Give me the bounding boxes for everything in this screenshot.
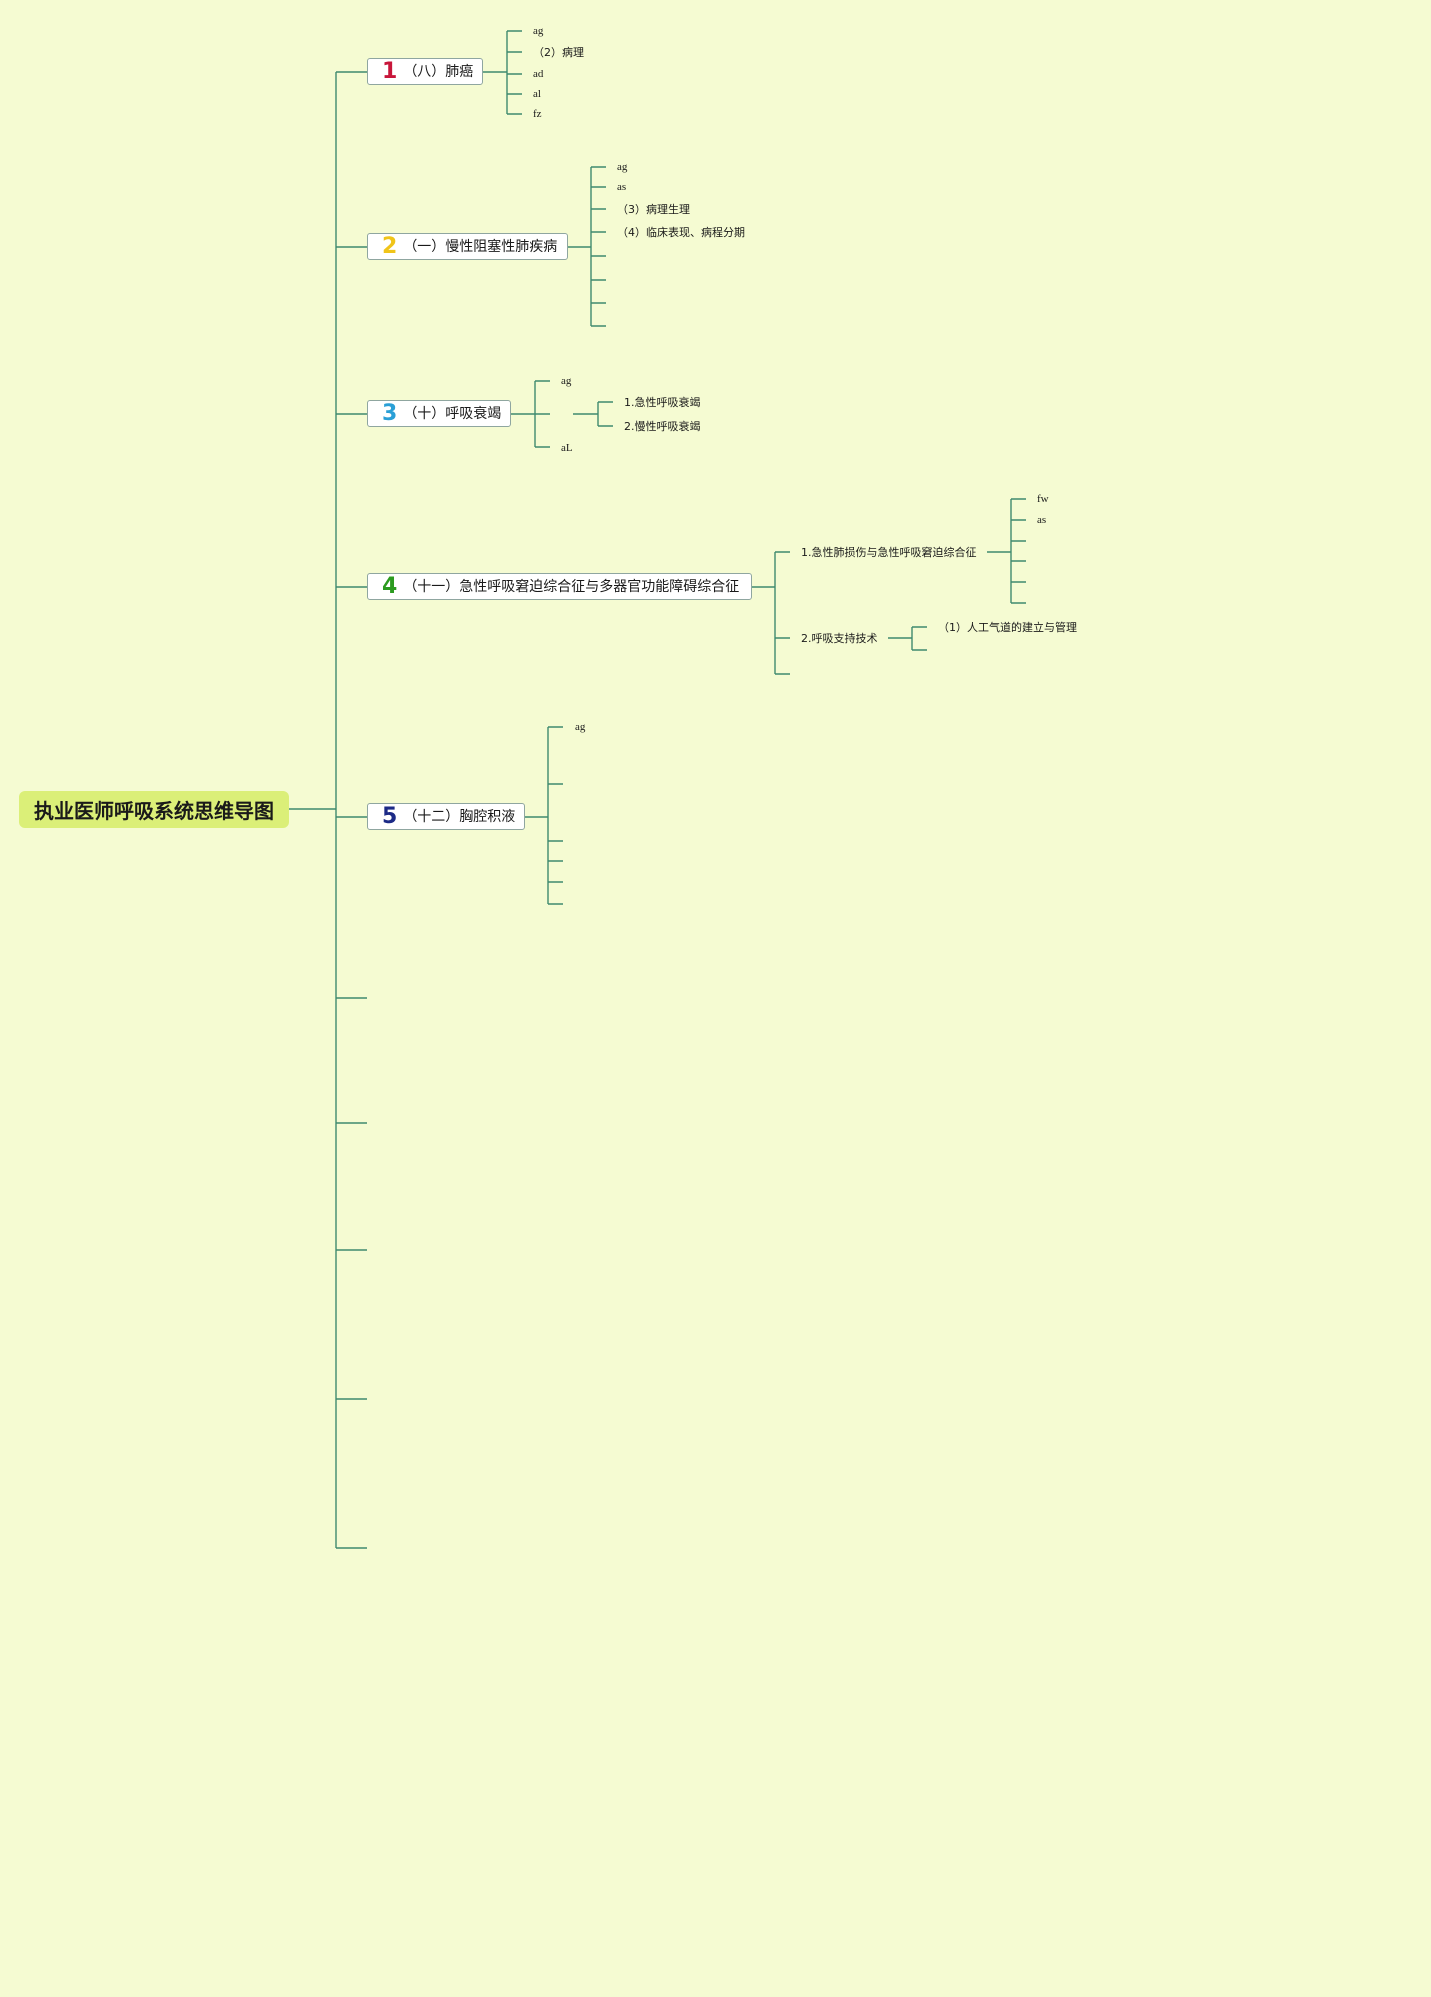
topic-label: （十）呼吸衰竭 xyxy=(403,405,502,422)
leaf-item[interactable]: （2）病理 xyxy=(533,46,584,59)
topic-number: 5 xyxy=(382,803,398,829)
leaf-item[interactable]: 2.呼吸支持技术 xyxy=(801,632,878,645)
leaf-item[interactable]: （1）人工气道的建立与管理 xyxy=(938,621,1077,634)
leaf-item[interactable]: al xyxy=(533,88,541,100)
leaf-item[interactable]: ag xyxy=(617,161,628,173)
topic-1[interactable]: 1 （八）肺癌 xyxy=(367,58,483,85)
leaf-item[interactable]: fw xyxy=(1037,493,1049,505)
topic-label: （一）慢性阻塞性肺疾病 xyxy=(403,238,558,255)
leaf-item[interactable]: aL xyxy=(561,442,573,454)
leaf-item[interactable]: fz xyxy=(533,108,542,120)
topic-2[interactable]: 2 （一）慢性阻塞性肺疾病 xyxy=(367,233,568,260)
topic-3[interactable]: 3 （十）呼吸衰竭 xyxy=(367,400,511,427)
topic-label: （八）肺癌 xyxy=(403,63,474,80)
topic-number: 2 xyxy=(382,233,398,259)
leaf-item[interactable]: ag xyxy=(561,375,572,387)
topic-number: 1 xyxy=(382,58,398,84)
root-title: 执业医师呼吸系统思维导图 xyxy=(34,799,274,823)
topic-5[interactable]: 5 （十二）胸腔积液 xyxy=(367,803,525,830)
leaf-item[interactable]: 1.急性呼吸衰竭 xyxy=(624,396,701,409)
leaf-item[interactable]: ag xyxy=(533,25,544,37)
topic-4[interactable]: 4 （十一）急性呼吸窘迫综合征与多器官功能障碍综合征 xyxy=(367,573,752,600)
leaf-item[interactable]: 2.慢性呼吸衰竭 xyxy=(624,420,701,433)
connector-lines xyxy=(289,30,1026,1549)
leaf-item[interactable]: （4）临床表现、病程分期 xyxy=(617,226,745,239)
leaf-item[interactable]: 1.急性肺损伤与急性呼吸窘迫综合征 xyxy=(801,546,977,559)
topic-number: 4 xyxy=(382,573,398,599)
topic-number: 3 xyxy=(382,400,398,426)
topic-label: （十一）急性呼吸窘迫综合征与多器官功能障碍综合征 xyxy=(403,578,740,595)
leaf-item[interactable]: as xyxy=(617,181,627,193)
leaf-item[interactable]: as xyxy=(1037,514,1047,526)
leaf-item[interactable]: ad xyxy=(533,68,544,80)
root-topic[interactable]: 执业医师呼吸系统思维导图 xyxy=(19,791,289,828)
leaf-item[interactable]: （3）病理生理 xyxy=(617,203,690,216)
topic-label: （十二）胸腔积液 xyxy=(403,808,516,825)
leaf-item[interactable]: ag xyxy=(575,721,586,733)
